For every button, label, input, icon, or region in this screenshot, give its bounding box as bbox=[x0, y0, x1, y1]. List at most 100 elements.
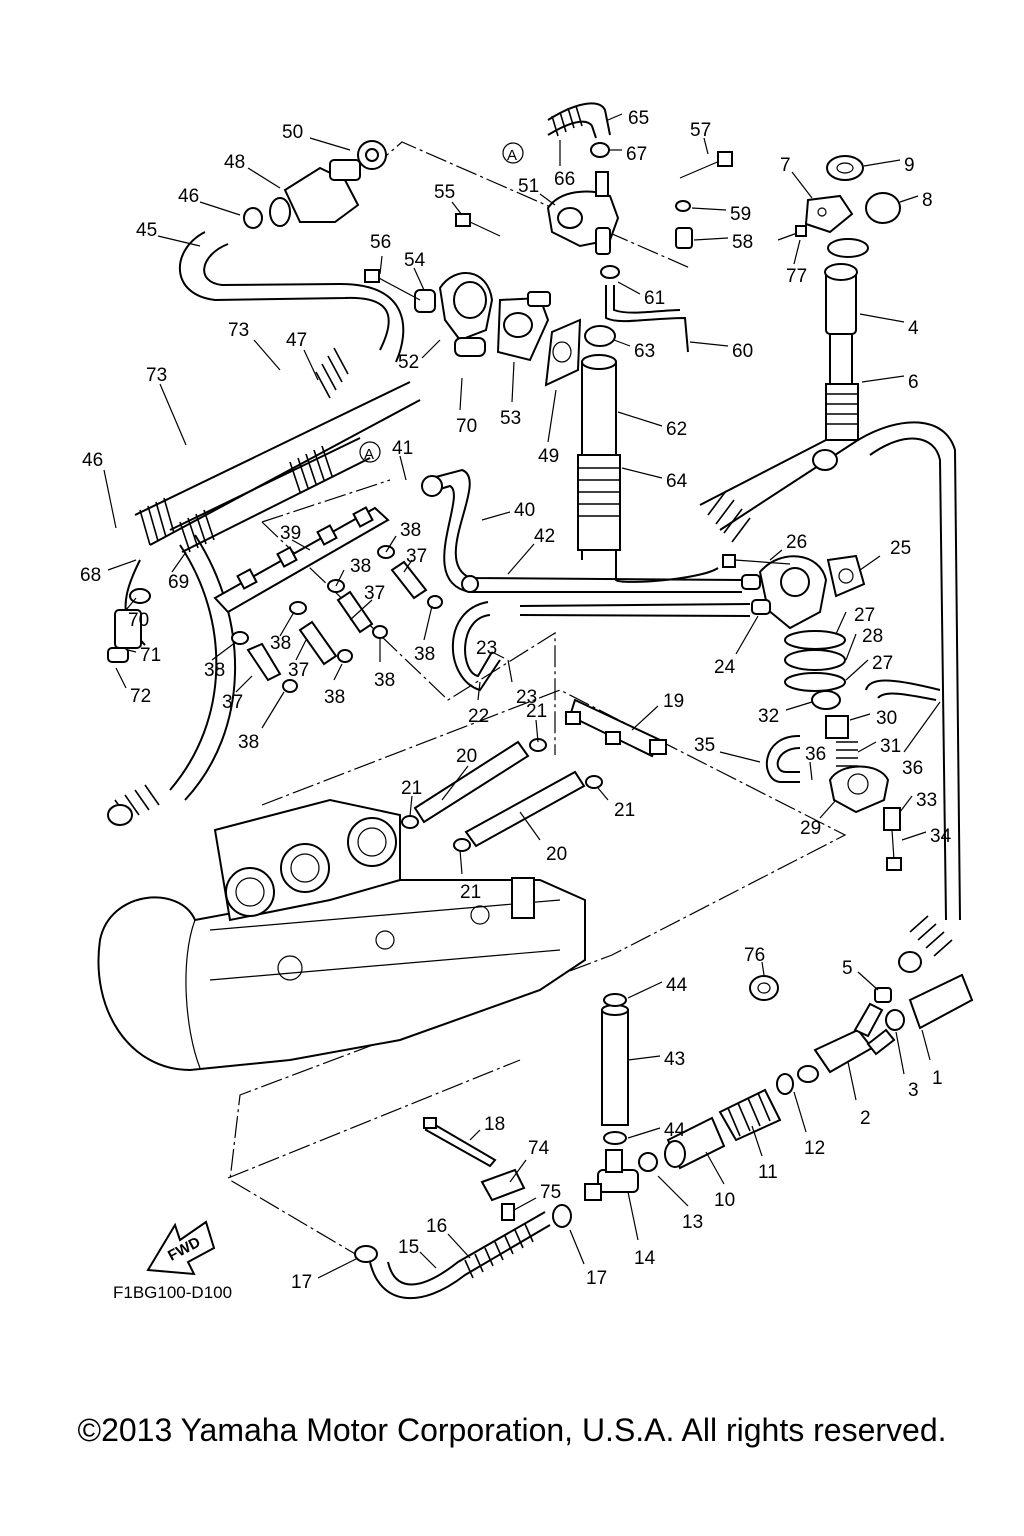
callout-74: 74 bbox=[528, 1138, 550, 1159]
callout-30: 30 bbox=[876, 708, 897, 729]
callout-63: 63 bbox=[634, 341, 655, 362]
callout-leader-63 bbox=[613, 339, 631, 347]
callout-leader-64 bbox=[621, 467, 663, 479]
bracket-7 bbox=[804, 194, 854, 234]
callout-leader-62 bbox=[617, 411, 663, 427]
tee-14 bbox=[584, 1149, 658, 1201]
callout-leader-27 bbox=[835, 611, 847, 635]
callout-leader-70 bbox=[125, 597, 137, 611]
callout-5: 5 bbox=[842, 958, 853, 979]
callout-leader-27 bbox=[845, 659, 869, 681]
callout-72: 72 bbox=[130, 686, 151, 707]
holder-74-75 bbox=[480, 1168, 526, 1221]
callout-leader-29 bbox=[819, 799, 837, 819]
callout-leaders bbox=[103, 113, 941, 1279]
callout-59: 59 bbox=[730, 204, 751, 225]
callout-2: 2 bbox=[860, 1108, 871, 1129]
copyright-notice: ©2013 Yamaha Motor Corporation, U.S.A. A… bbox=[77, 1412, 947, 1448]
callout-29: 29 bbox=[800, 818, 821, 839]
callout-68: 68 bbox=[80, 565, 101, 586]
callout-32: 32 bbox=[758, 706, 779, 727]
callout-leader-34 bbox=[901, 831, 927, 841]
thermostat-housing-52 bbox=[438, 272, 494, 357]
callout-55: 55 bbox=[434, 182, 455, 203]
hose-11-10 bbox=[664, 1073, 794, 1170]
callout-leader-10 bbox=[705, 1151, 725, 1185]
callout-21: 21 bbox=[526, 701, 547, 722]
hose-35 bbox=[766, 734, 801, 783]
callout-36: 36 bbox=[902, 758, 923, 779]
fitting-51 bbox=[546, 171, 620, 255]
callout-21: 21 bbox=[614, 800, 635, 821]
callout-44: 44 bbox=[666, 975, 688, 996]
callout-leader-21 bbox=[535, 719, 539, 743]
callout-62: 62 bbox=[666, 419, 687, 440]
callout-22: 22 bbox=[468, 706, 489, 727]
hose-45 bbox=[179, 231, 405, 363]
callout-leader-38 bbox=[335, 569, 345, 587]
callout-leader-15 bbox=[419, 1251, 437, 1269]
callout-76: 76 bbox=[744, 945, 765, 966]
callout-38: 38 bbox=[374, 670, 395, 691]
callout-leader-30 bbox=[849, 713, 871, 721]
ref-marker-a-left-label: A bbox=[364, 446, 374, 463]
callout-leader-24 bbox=[735, 615, 759, 655]
hose-15-16 bbox=[354, 1204, 572, 1300]
callout-24: 24 bbox=[714, 657, 736, 678]
callout-leader-74 bbox=[509, 1159, 527, 1183]
callout-23: 23 bbox=[516, 687, 537, 708]
callout-leader-3 bbox=[895, 1031, 905, 1075]
callout-6: 6 bbox=[908, 372, 919, 393]
callout-leader-2 bbox=[847, 1061, 857, 1101]
fitting-50 bbox=[357, 140, 387, 170]
callout-leader-72 bbox=[115, 667, 127, 689]
nipple-58-59 bbox=[675, 200, 693, 249]
hose-1 bbox=[908, 973, 974, 1030]
gasket-49 bbox=[544, 318, 582, 387]
callout-66: 66 bbox=[554, 169, 575, 190]
pin-77 bbox=[777, 225, 807, 241]
callout-27: 27 bbox=[854, 605, 875, 626]
callout-33: 33 bbox=[916, 790, 937, 811]
callout-38: 38 bbox=[270, 633, 291, 654]
callout-14: 14 bbox=[634, 1248, 656, 1269]
ref-marker-a-top: A bbox=[502, 142, 524, 164]
callout-leader-47 bbox=[303, 349, 319, 381]
callout-leader-73 bbox=[253, 339, 281, 371]
callout-53: 53 bbox=[500, 408, 521, 429]
callout-40: 40 bbox=[514, 500, 535, 521]
callout-73: 73 bbox=[228, 320, 249, 341]
callout-9: 9 bbox=[904, 155, 915, 176]
bolt-57 bbox=[679, 151, 733, 179]
callout-38: 38 bbox=[204, 660, 225, 681]
callout-leader-77 bbox=[793, 239, 801, 265]
callout-69: 69 bbox=[168, 572, 189, 593]
callout-leader-41 bbox=[399, 455, 407, 481]
callout-13: 13 bbox=[682, 1212, 703, 1233]
bolt-26 bbox=[722, 554, 791, 568]
callout-34: 34 bbox=[930, 826, 952, 847]
ref-marker-a-top-label: A bbox=[507, 147, 517, 164]
callout-leader-52 bbox=[421, 339, 441, 359]
callout-leader-75 bbox=[513, 1197, 537, 1211]
callout-leader-5 bbox=[857, 971, 879, 991]
callout-70: 70 bbox=[128, 610, 149, 631]
callout-75: 75 bbox=[540, 1182, 561, 1203]
callout-leader-7 bbox=[791, 171, 813, 199]
callout-leader-68 bbox=[107, 559, 137, 571]
callout-37: 37 bbox=[364, 583, 385, 604]
callout-leader-20 bbox=[519, 811, 541, 841]
callout-8: 8 bbox=[922, 190, 933, 211]
callout-20: 20 bbox=[546, 844, 567, 865]
callout-leader-9 bbox=[863, 159, 901, 167]
clamp-3-5 bbox=[874, 987, 905, 1031]
callout-73: 73 bbox=[146, 365, 167, 386]
ref-marker-a-left: A bbox=[359, 441, 381, 463]
callout-57: 57 bbox=[690, 120, 711, 141]
callout-11: 11 bbox=[758, 1162, 778, 1183]
callout-leader-40 bbox=[481, 511, 511, 521]
bolt-56 bbox=[364, 269, 421, 301]
callout-leader-59 bbox=[691, 207, 727, 211]
callout-leader-54 bbox=[413, 267, 425, 291]
